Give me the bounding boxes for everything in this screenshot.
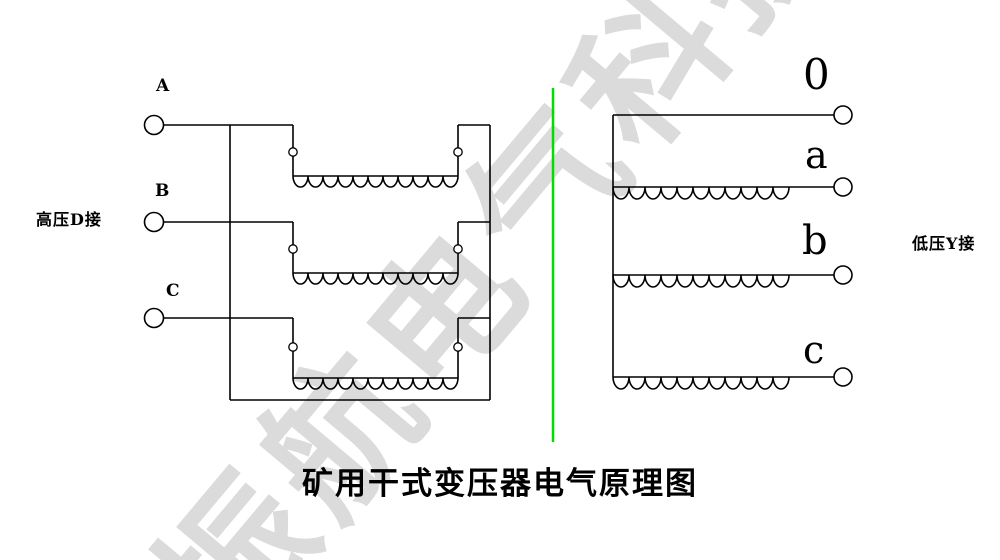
primary-coil-b [292,272,459,285]
terminal-la-circle [833,177,853,197]
secondary-coil-a [612,186,790,200]
primary-coil-c [292,377,459,390]
secondary-coil-c [612,376,790,390]
terminal-0-circle [833,105,853,125]
terminal-b-label: B [155,181,170,201]
terminal-c-label: C [166,281,180,301]
primary-coil-a [292,175,459,188]
delta-row-links [458,124,490,319]
terminal-c-circle [143,307,165,329]
terminal-lc-label: c [803,328,825,372]
polarity-dot-circles [288,147,463,352]
secondary-circuit [612,105,853,390]
terminal-lc-circle [833,367,853,387]
diagram-title: 矿用干式变压器电气原理图 [302,466,698,502]
terminal-lb-label: b [802,218,828,264]
secondary-lead-wires [789,186,834,378]
terminal-0-label: 0 [803,50,830,99]
primary-circuit [143,114,491,401]
high-voltage-delta-label: 高压D接 [36,210,102,229]
secondary-coil-b [612,274,790,288]
terminal-lb-circle [833,265,853,285]
terminal-b-circle [143,211,165,233]
terminal-a-circle [143,114,165,136]
terminal-la-label: a [805,133,828,177]
primary-coil-stubs [292,125,459,378]
low-voltage-wye-label: 低压Y接 [912,234,976,253]
terminal-a-label: A [156,76,170,96]
